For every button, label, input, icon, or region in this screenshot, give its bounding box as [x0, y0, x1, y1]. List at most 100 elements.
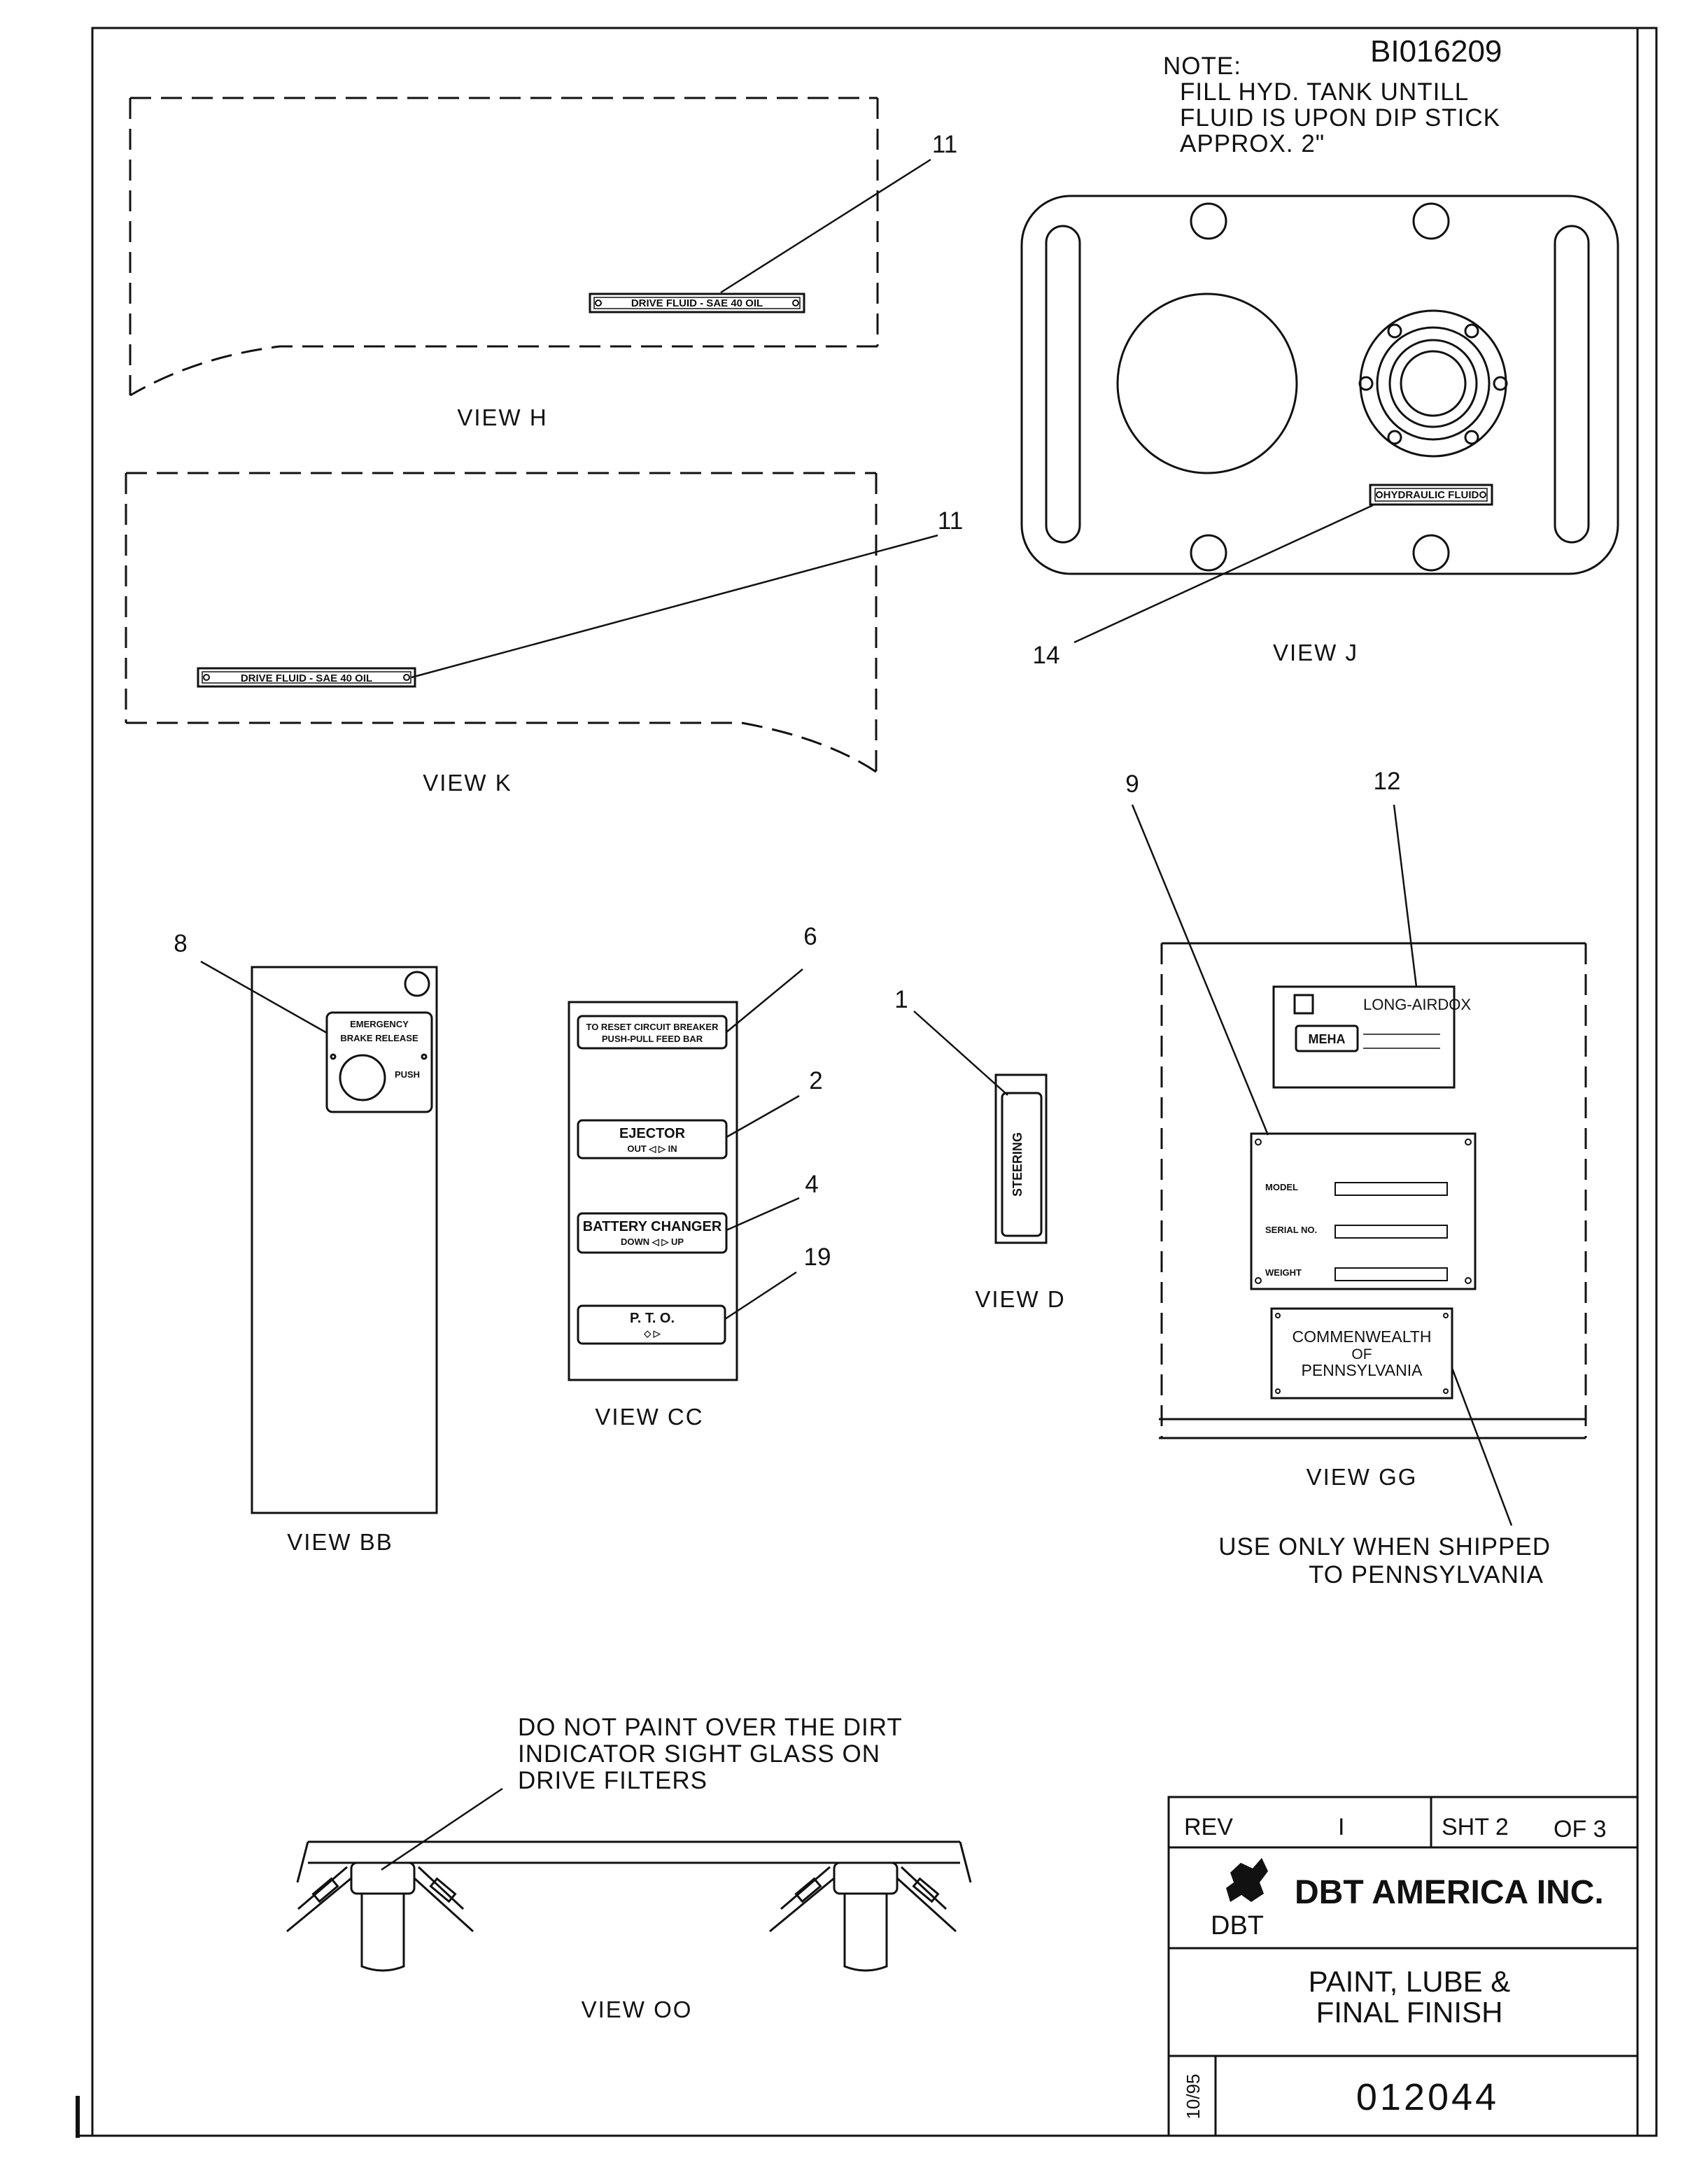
- brake-plate-line-2: BRAKE RELEASE: [340, 1033, 418, 1043]
- view-gg-label: VIEW GG: [1307, 1464, 1418, 1490]
- pto-plate: [577, 1304, 726, 1345]
- view-k-label: VIEW K: [423, 770, 512, 796]
- inspection-port: [1116, 293, 1298, 474]
- battery-changer-title: BATTERY CHANGER: [583, 1219, 722, 1234]
- pennsylvania-plate: [1270, 1307, 1453, 1400]
- breaker-plate-line-1: TO RESET CIRCUIT BREAKER: [586, 1022, 719, 1032]
- pennsylvania-plate-line-3: PENNSYLVANIA: [1302, 1361, 1423, 1379]
- pennsylvania-note-line-1: USE ONLY WHEN SHIPPED: [1218, 1533, 1551, 1560]
- callout-1: 1: [894, 986, 908, 1013]
- title-line-1: PAINT, LUBE &: [1309, 1965, 1511, 1998]
- battery-changer-plate: [577, 1212, 728, 1254]
- leader-19: [724, 1271, 797, 1320]
- callout-9: 9: [1125, 770, 1139, 798]
- drive-fluid-plate-h: [589, 293, 805, 313]
- serial-plate-model: MODEL: [1265, 1182, 1298, 1192]
- brake-release-plate: [325, 1011, 433, 1113]
- view-j-tank-cover: [1020, 195, 1619, 575]
- hydraulic-fluid-plate: [1369, 484, 1493, 506]
- long-airdox-plate: [1272, 985, 1456, 1089]
- pennsylvania-note-line-2: TO PENNSYLVANIA: [1309, 1561, 1544, 1588]
- drawing-id: BI016209: [1370, 34, 1502, 69]
- rev-value: I: [1338, 1814, 1344, 1840]
- leader-8: [200, 960, 328, 1034]
- callout-4: 4: [805, 1171, 818, 1198]
- breaker-plate-line-2: PUSH-PULL FEED BAR: [602, 1034, 703, 1044]
- callout-19: 19: [804, 1244, 831, 1271]
- pto-plate-sub: ◇ ▷: [643, 1328, 661, 1339]
- long-airdox-brand: MEHA: [1309, 1032, 1346, 1046]
- steering-plate: [1001, 1092, 1043, 1237]
- view-gg-panel: [1159, 942, 1587, 1439]
- note-line-3: APPROX. 2": [1180, 130, 1325, 157]
- ejector-plate: [577, 1119, 728, 1160]
- paint-note-line-2: INDICATOR SIGHT GLASS ON: [518, 1740, 880, 1768]
- pennsylvania-plate-line-2: OF: [1351, 1346, 1372, 1362]
- serial-plate-serial: SERIAL NO.: [1265, 1225, 1317, 1235]
- pennsylvania-plate-line-1: COMMENWEALTH: [1293, 1327, 1432, 1346]
- view-cc-panel: [568, 1001, 738, 1381]
- sheet-total: OF 3: [1554, 1816, 1607, 1843]
- callout-11-h: 11: [932, 131, 957, 158]
- drive-fluid-plate-k: [197, 667, 416, 688]
- callout-14: 14: [1033, 642, 1060, 669]
- leader-12: [1393, 804, 1418, 987]
- rev-label: REV: [1184, 1814, 1233, 1840]
- view-h-label: VIEW H: [457, 404, 547, 430]
- leader-9: [1131, 804, 1269, 1136]
- company-name: DBT AMERICA INC.: [1295, 1874, 1604, 1911]
- dbt-logo: [1226, 1858, 1268, 1902]
- paint-note-line-1: DO NOT PAINT OVER THE DIRT: [518, 1714, 903, 1741]
- view-k-outline: [125, 472, 878, 773]
- view-bb-panel: [251, 966, 438, 1514]
- ejector-plate-title: EJECTOR: [619, 1126, 686, 1141]
- view-cc-label: VIEW CC: [595, 1404, 703, 1430]
- title-block: [1167, 1796, 1639, 2137]
- view-bb-label: VIEW BB: [287, 1529, 393, 1555]
- view-j-label: VIEW J: [1273, 640, 1358, 665]
- note-heading: NOTE:: [1163, 52, 1241, 80]
- long-airdox-plate-title: LONG-AIRDOX: [1363, 996, 1471, 1013]
- note-line-1: FILL HYD. TANK UNTILL: [1180, 78, 1469, 106]
- pto-plate-title: P. T. O.: [630, 1311, 675, 1326]
- view-h-outline: [129, 97, 879, 397]
- sheet-label: SHT 2: [1442, 1814, 1509, 1840]
- dbt-logo-text: DBT: [1211, 1911, 1264, 1940]
- view-oo-label: VIEW OO: [582, 1996, 693, 2022]
- leader-2: [726, 1094, 800, 1139]
- drive-fluid-plate-text-h: DRIVE FLUID - SAE 40 OIL: [631, 297, 763, 309]
- callout-2: 2: [809, 1067, 822, 1094]
- serial-number-plate: [1250, 1132, 1477, 1290]
- drive-filter-left: [286, 1861, 474, 1972]
- leader-pennsylvania: [1451, 1367, 1513, 1526]
- note-line-2: FLUID IS UPON DIP STICK: [1180, 104, 1500, 132]
- view-d-panel: [994, 1073, 1048, 1244]
- brake-plate-line-1: EMERGENCY: [350, 1019, 409, 1029]
- callout-12: 12: [1374, 768, 1401, 795]
- callout-8: 8: [174, 930, 187, 957]
- serial-plate-weight: WEIGHT: [1265, 1267, 1302, 1278]
- leader-11-h: [720, 158, 931, 294]
- leader-6: [726, 968, 803, 1033]
- view-oo-filters: [286, 1840, 972, 1972]
- drawing-number: 012044: [1356, 2076, 1499, 2118]
- battery-changer-sub: DOWN ◁ ▷ UP: [621, 1237, 684, 1247]
- leader-sight-glass: [381, 1787, 503, 1871]
- callout-11-k: 11: [938, 507, 963, 535]
- leader-1: [913, 1010, 1008, 1096]
- callout-6: 6: [803, 923, 817, 950]
- leader-11-k: [411, 534, 938, 679]
- steering-plate-text: STEERING: [1010, 1132, 1024, 1197]
- hydraulic-fluid-plate-text: HYDRAULIC FLUID: [1383, 489, 1479, 501]
- leader-14: [1073, 504, 1374, 644]
- view-d-label: VIEW D: [975, 1286, 1065, 1312]
- filler-cap: [1358, 309, 1508, 458]
- leader-4: [726, 1197, 800, 1232]
- brake-plate-push: PUSH: [395, 1069, 420, 1080]
- ejector-plate-sub: OUT ◁ ▷ IN: [627, 1143, 677, 1154]
- drive-fluid-plate-text-k: DRIVE FLUID - SAE 40 OIL: [241, 672, 372, 684]
- drawing-date: 10/95: [1183, 2073, 1204, 2119]
- drive-filter-right: [769, 1861, 957, 1972]
- paint-note-line-3: DRIVE FILTERS: [518, 1767, 707, 1794]
